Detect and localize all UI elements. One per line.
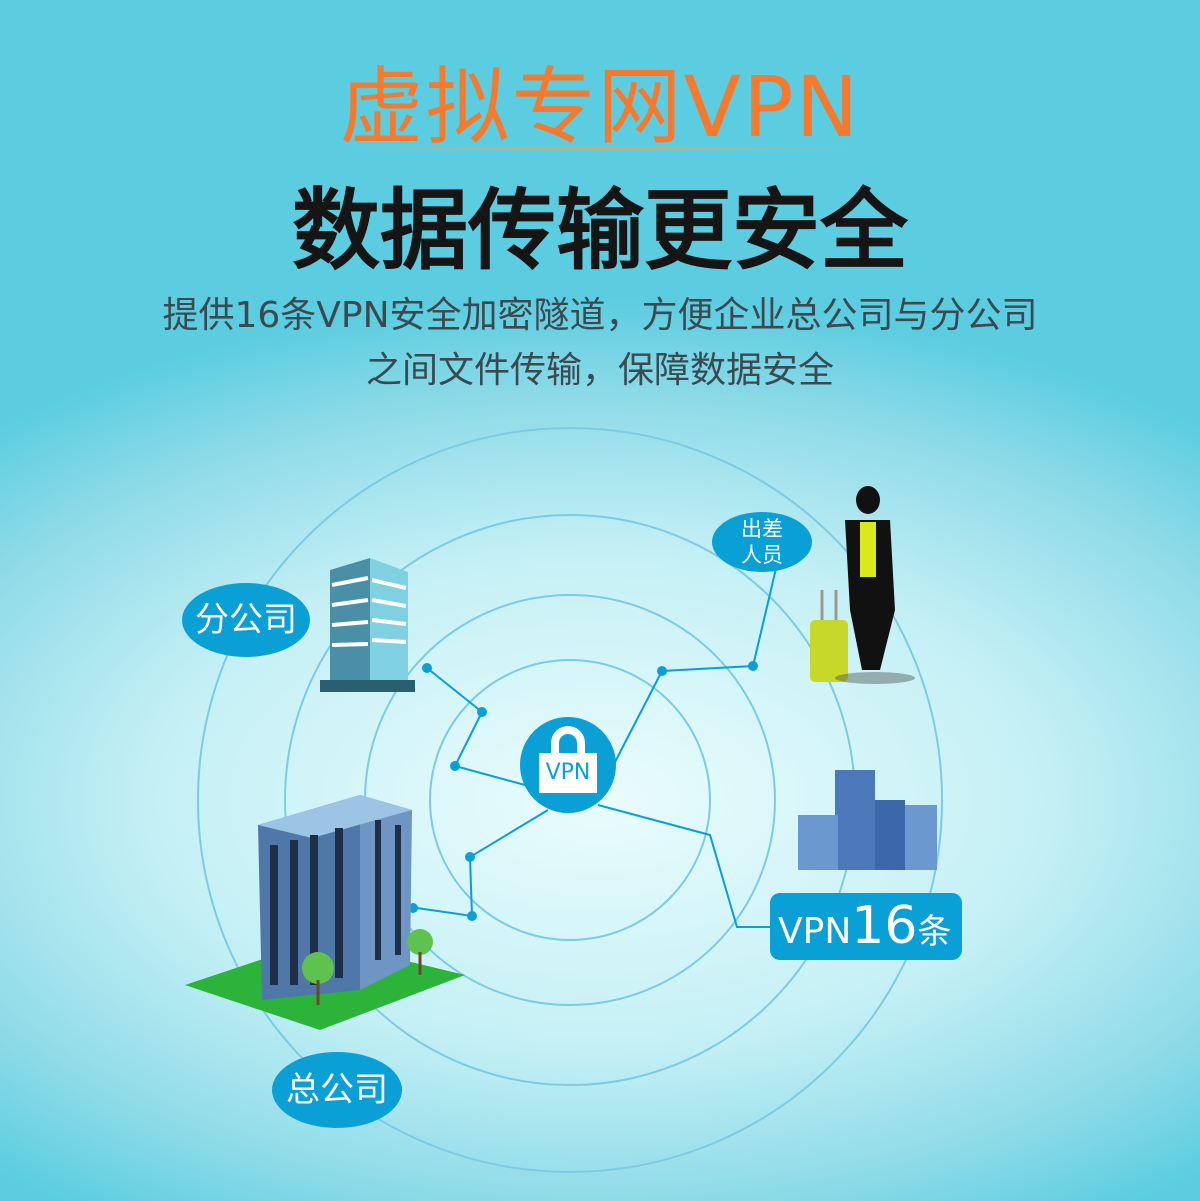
tunnel-lines	[409, 559, 779, 928]
description: 提供16条VPN安全加密隧道，方便企业总公司与分公司 之间文件传输，保障数据安全	[0, 288, 1200, 398]
vpn-lock-node: VPN	[520, 717, 616, 813]
title: 虚拟专网VPN	[339, 58, 861, 156]
traveler-label: 出差 人员	[712, 512, 812, 572]
title-divider	[350, 148, 850, 150]
headquarters-label: 总公司	[272, 1052, 402, 1128]
tunnel-prefix: VPN	[778, 911, 852, 952]
description-line: 之间文件传输，保障数据安全	[365, 350, 834, 391]
tunnel-nodes	[408, 661, 758, 921]
city-buildings-icon	[798, 770, 937, 870]
tunnel-count: 16	[851, 896, 918, 956]
branch-building-icon	[320, 558, 415, 692]
headquarters-building-icon	[185, 795, 465, 1030]
traveler-icon	[810, 486, 915, 684]
traveler-label-line: 人员	[741, 543, 783, 567]
subtitle: 数据传输更安全	[291, 179, 908, 282]
lock-shackle-icon	[551, 726, 585, 760]
tunnel-suffix: 条	[917, 912, 952, 952]
vpn-tunnel-count-badge: VPN16条	[770, 893, 962, 960]
vpn-center-label: VPN	[539, 753, 597, 793]
branch-office-label: 分公司	[182, 583, 310, 657]
traveler-label-line: 出差	[741, 517, 783, 541]
description-line: 提供16条VPN安全加密隧道，方便企业总公司与分公司	[162, 295, 1038, 336]
